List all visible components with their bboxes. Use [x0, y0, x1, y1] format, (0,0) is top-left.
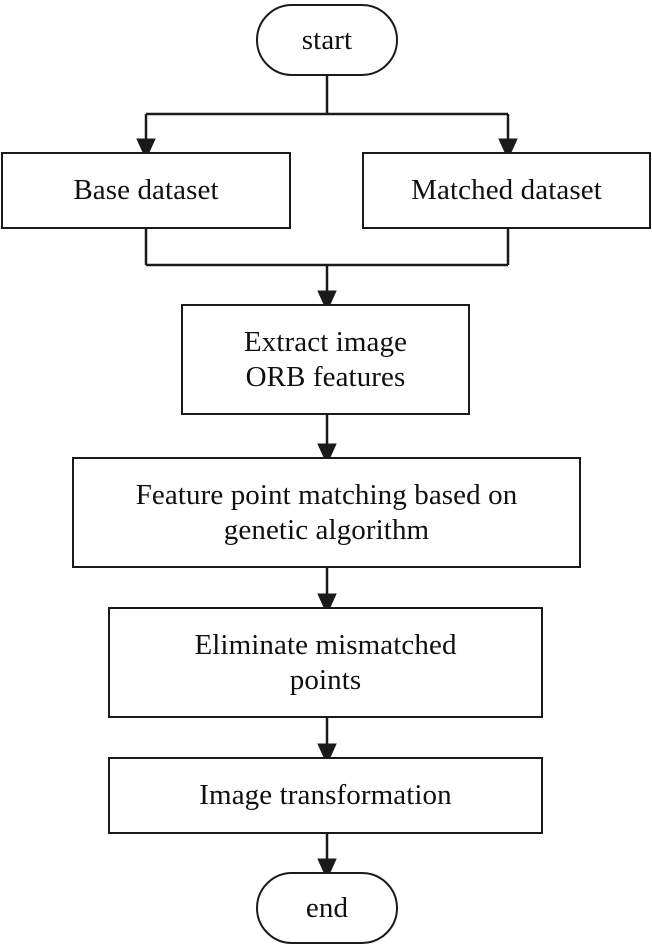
- node-end-label: end: [305, 891, 349, 924]
- node-feature-matching[interactable]: Feature point matching based on genetic …: [72, 457, 581, 568]
- node-start[interactable]: start: [256, 4, 398, 76]
- node-extract-features[interactable]: Extract image ORB features: [181, 304, 470, 415]
- node-base-dataset-label: Base dataset: [73, 174, 219, 207]
- node-start-label: start: [301, 23, 353, 56]
- node-image-transformation[interactable]: Image transformation: [108, 757, 543, 834]
- node-feature-matching-label: Feature point matching based on genetic …: [135, 479, 518, 546]
- node-extract-features-label: Extract image ORB features: [243, 326, 408, 393]
- node-end[interactable]: end: [256, 872, 398, 944]
- node-matched-dataset[interactable]: Matched dataset: [362, 152, 651, 229]
- node-base-dataset[interactable]: Base dataset: [1, 152, 291, 229]
- node-eliminate-mismatched-points[interactable]: Eliminate mismatched points: [108, 607, 543, 718]
- node-eliminate-mismatched-points-label: Eliminate mismatched points: [194, 629, 457, 696]
- node-image-transformation-label: Image transformation: [199, 779, 452, 812]
- node-matched-dataset-label: Matched dataset: [411, 174, 602, 207]
